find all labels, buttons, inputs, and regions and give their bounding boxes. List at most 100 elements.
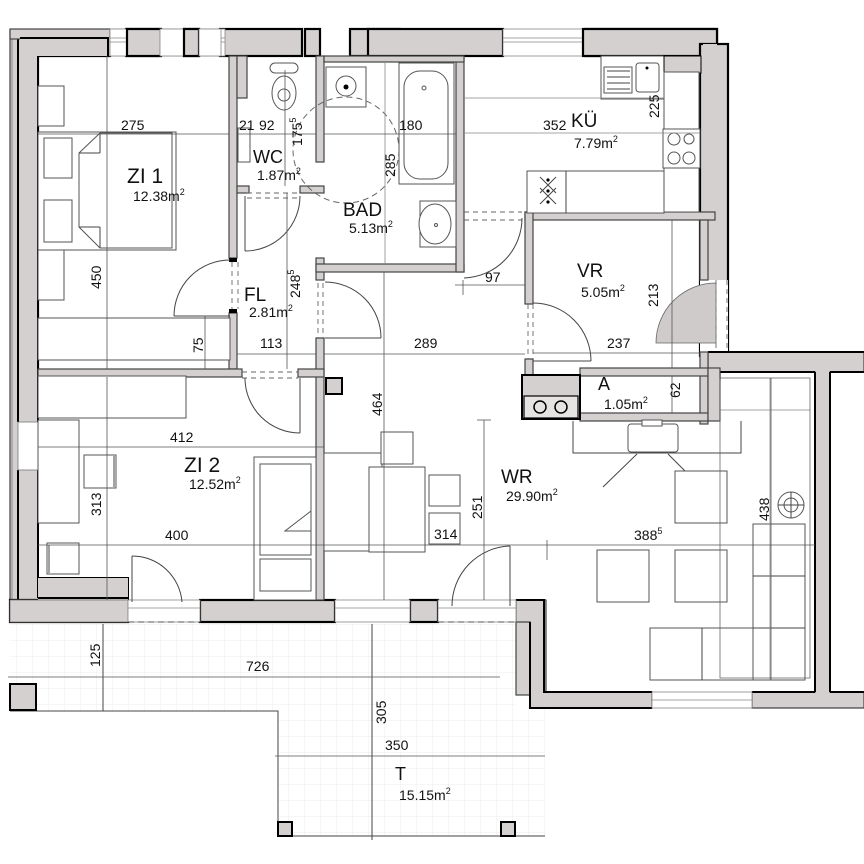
dim-terrace-length: 726: [246, 658, 270, 674]
kitchen-counter-bottom: [526, 170, 665, 214]
dim-terrace-depth: 305: [373, 700, 389, 724]
dim-vr-depth: 213: [645, 283, 661, 307]
chair: [380, 431, 414, 465]
door-swing-vr: [532, 302, 592, 362]
chair: [428, 474, 461, 507]
terrace-area: [8, 624, 545, 840]
svg-text:15.15m2: 15.15m2: [399, 786, 451, 803]
wc-sink: [237, 127, 251, 163]
dim-a-depth: 62: [667, 382, 683, 398]
dim-vr-width: 237: [607, 335, 631, 351]
room-name: BAD: [343, 200, 382, 221]
terrace-door-wr: [437, 599, 517, 623]
door-swing-zi2: [244, 377, 301, 434]
dim-hall-width: 289: [414, 335, 438, 351]
column: [325, 377, 343, 395]
room-label-a: A 1.05m2: [598, 374, 648, 412]
dim-door-97: 97: [485, 269, 501, 285]
door-swing-wr-terrace: [451, 545, 511, 607]
room-name: A: [598, 374, 610, 394]
floor-drain-icon: [777, 491, 805, 519]
dim-terrace-depth-top: 125: [87, 643, 103, 667]
dim-ku-depth: 225: [646, 94, 662, 118]
room-label-wr: WR 29.90m2: [501, 467, 558, 504]
room-name: VR: [577, 261, 603, 282]
room-label-fl: FL 2.81m2: [244, 285, 293, 320]
room-label-bad: BAD 5.13m2: [343, 200, 393, 236]
door-swing-zi1: [173, 259, 231, 317]
svg-text:2.81m2: 2.81m2: [249, 303, 293, 320]
door-swing-wc: [244, 195, 301, 252]
dim-bad-width: 180: [399, 117, 423, 133]
wardrobe-zi1: [37, 317, 231, 361]
dim-wc-b: 92: [259, 117, 275, 133]
dimension-labels: 275 450 75 21 92 1755 285 180 352 225 24…: [87, 94, 772, 753]
room-name: KÜ: [571, 111, 597, 132]
entrance-door-swing: [655, 282, 717, 344]
svg-text:1.87m2: 1.87m2: [257, 166, 301, 183]
dim-fl-depth: 2485: [286, 270, 303, 298]
window-wr: [334, 599, 411, 623]
armchair: [596, 549, 650, 603]
dim-fl-width: 113: [260, 335, 283, 351]
room-label-ku: KÜ 7.79m2: [571, 111, 618, 151]
stove: [662, 128, 701, 169]
svg-text:7.79m2: 7.79m2: [574, 134, 618, 151]
doors: [131, 192, 592, 607]
svg-text:5.05m2: 5.05m2: [581, 283, 625, 300]
extractor-icon: [539, 176, 557, 205]
terrace-pillar: [277, 821, 293, 837]
door-swing-bad: [324, 281, 382, 339]
room-name: FL: [244, 285, 266, 306]
dim-zi2-width-top: 412: [170, 429, 194, 445]
dim-zi1-width: 275: [121, 117, 145, 133]
toilet: [269, 62, 299, 111]
dim-wr-table: 314: [434, 526, 458, 542]
chair: [83, 454, 117, 489]
dim-wr-width: 3885: [634, 526, 662, 543]
terrace-pillar: [9, 683, 37, 711]
room-label-wc: WC 1.87m2: [253, 147, 301, 183]
dim-terrace-width: 350: [385, 737, 409, 753]
dim-wr-side: 438: [756, 497, 772, 521]
svg-text:1.05m2: 1.05m2: [604, 395, 648, 412]
dining-table: [368, 466, 426, 553]
dimension-lines: [38, 56, 815, 680]
shelf-zi2: [37, 375, 187, 419]
dim-zi2-width-bottom: 400: [165, 527, 189, 543]
svg-text:29.90m2: 29.90m2: [506, 487, 558, 504]
room-label-zi1: ZI 1 12.38m2: [127, 165, 185, 204]
dim-zi2-depth: 313: [88, 492, 104, 516]
room-name: ZI 2: [184, 454, 220, 477]
room-label-terrace: T 15.15m2: [395, 764, 451, 803]
svg-text:5.13m2: 5.13m2: [349, 219, 393, 236]
door-swing-kueche: [463, 217, 523, 279]
chair: [428, 512, 461, 545]
svg-text:12.52m2: 12.52m2: [189, 475, 241, 492]
room-label-vr: VR 5.05m2: [577, 261, 625, 300]
room-name: WR: [501, 467, 533, 488]
dim-wc-depth: 1755: [288, 118, 305, 146]
dim-hall-depth: 464: [369, 392, 385, 416]
window-wr-bottom: [651, 691, 753, 709]
svg-text:12.38m2: 12.38m2: [133, 187, 185, 204]
dim-wr-depth: 251: [469, 495, 485, 519]
shower-tray: [325, 66, 367, 108]
terrace-door-zi2: [127, 599, 201, 623]
terrace-pillar: [500, 821, 516, 837]
room-name: WC: [253, 147, 283, 167]
tv: [627, 423, 679, 453]
dim-bad-radius: 285: [382, 153, 398, 177]
door-swing-zi2-terrace: [131, 555, 183, 603]
bathroom-sink: [418, 200, 457, 248]
armchair: [674, 470, 728, 524]
desk: [37, 419, 80, 524]
sofa-chaise: [752, 523, 806, 681]
armchair: [674, 549, 728, 603]
dim-ku-width: 352: [543, 117, 567, 133]
dim-zi1-depth: 450: [88, 265, 104, 289]
chair: [46, 542, 80, 575]
window-kueche: [502, 28, 584, 57]
room-name: ZI 1: [127, 165, 163, 188]
